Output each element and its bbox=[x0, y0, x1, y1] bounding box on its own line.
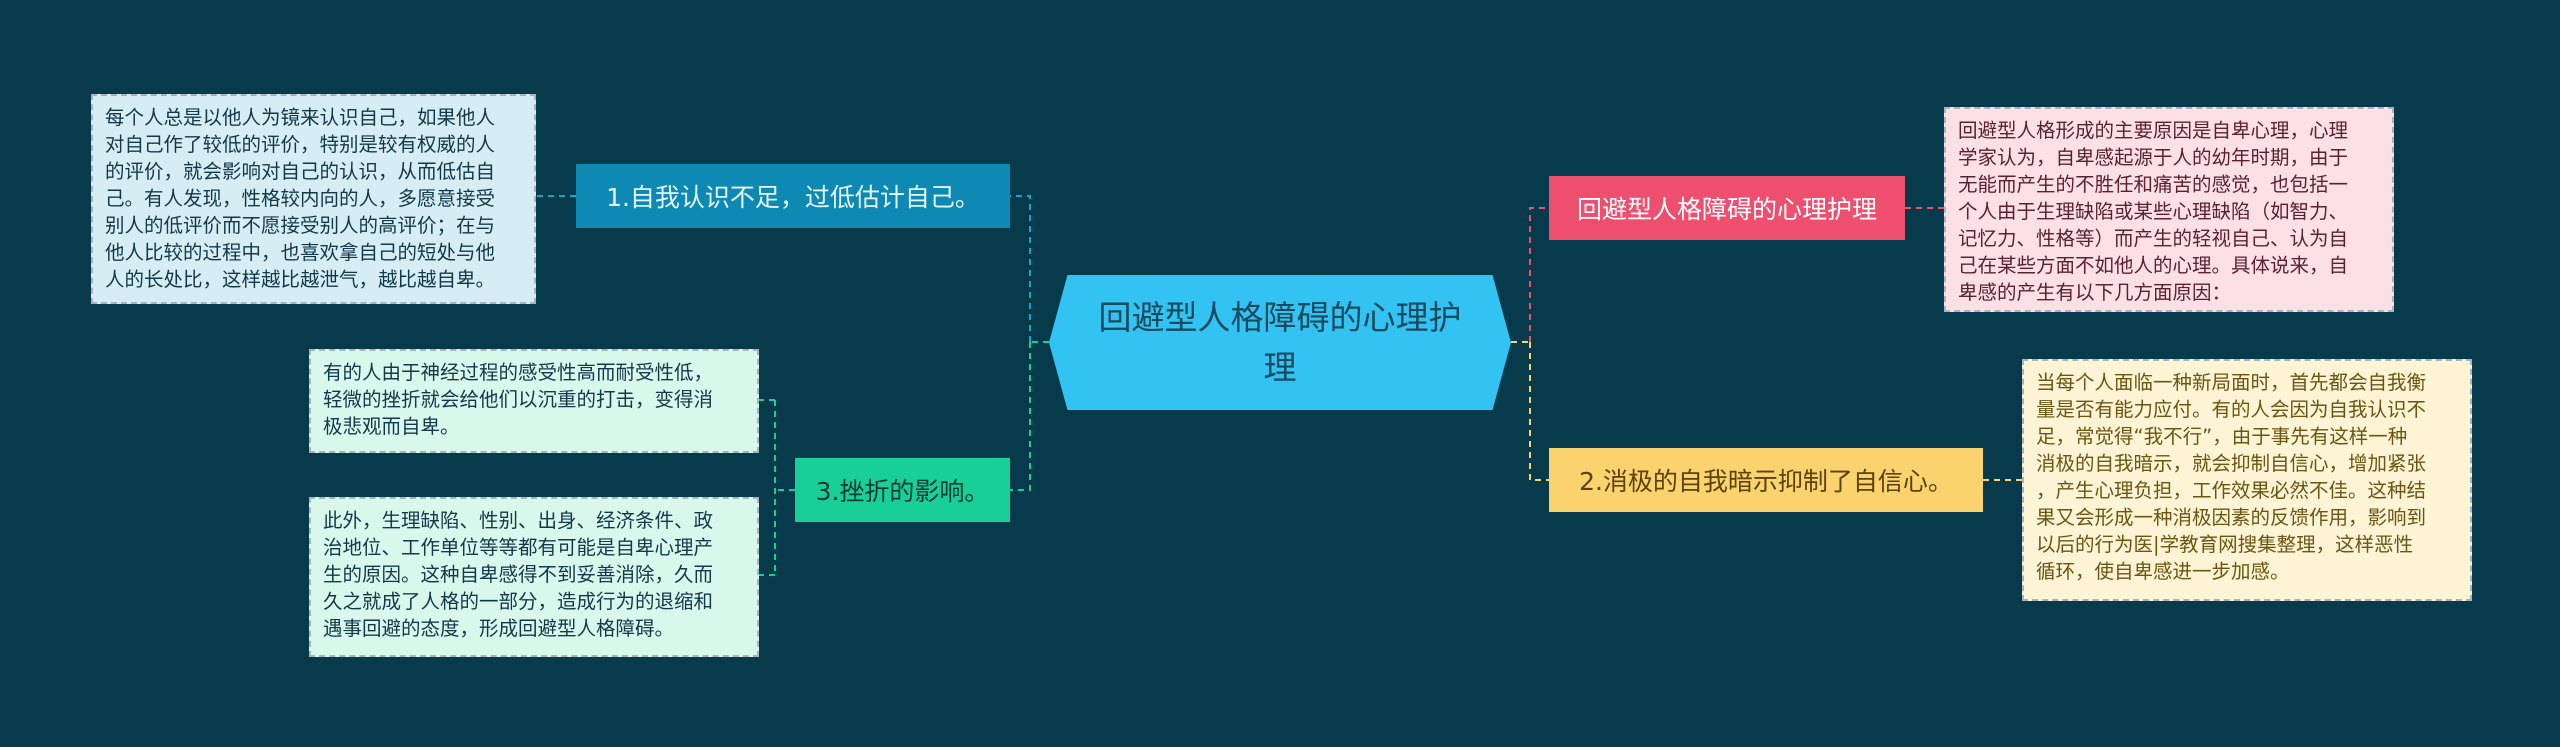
connector-center-to-branch1 bbox=[1010, 195, 1031, 342]
connector-branch3-to-details bbox=[759, 399, 795, 576]
detail-psychological-care[interactable]: 回避型人格形成的主要原因是自卑心理，心理 学家认为，自卑感起源于人的幼年时期，由… bbox=[1944, 107, 2394, 312]
connector-center-to-branch2 bbox=[1529, 342, 1549, 481]
branch-negative-suggestion[interactable]: 2.消极的自我暗示抑制了自信心。 bbox=[1549, 448, 1983, 512]
central-topic[interactable]: 回避型人格障碍的心理护理 bbox=[1049, 275, 1511, 410]
detail-setback-nervous[interactable]: 有的人由于神经过程的感受性高而耐受性低， 轻微的挫折就会给他们以沉重的打击，变得… bbox=[309, 349, 759, 453]
branch-psychological-care[interactable]: 回避型人格障碍的心理护理 bbox=[1549, 176, 1905, 240]
branch-setback-influence[interactable]: 3.挫折的影响。 bbox=[795, 458, 1010, 522]
branch-setback-influence-label: 3.挫折的影响。 bbox=[815, 477, 990, 506]
branch-psychological-care-label: 回避型人格障碍的心理护理 bbox=[1576, 195, 1877, 224]
detail-setback-other-causes[interactable]: 此外，生理缺陷、性别、出身、经济条件、政 治地位、工作单位等等都有可能是自卑心理… bbox=[309, 497, 759, 657]
branch-self-awareness-label: 1.自我认识不足，过低估计自己。 bbox=[606, 183, 980, 212]
branch-negative-suggestion-label: 2.消极的自我暗示抑制了自信心。 bbox=[1579, 467, 1953, 496]
central-topic-label: 回避型人格障碍的心理护理 bbox=[1098, 297, 1462, 387]
detail-self-awareness[interactable]: 每个人总是以他人为镜来认识自己，如果他人 对自己作了较低的评价，特别是较有权威的… bbox=[91, 94, 536, 304]
branch-self-awareness[interactable]: 1.自我认识不足，过低估计自己。 bbox=[576, 164, 1010, 228]
connector-center-to-branch3 bbox=[1010, 342, 1031, 491]
right-connectors bbox=[1511, 207, 2022, 481]
detail-negative-suggestion[interactable]: 当每个人面临一种新局面时，首先都会自我衡 量是否有能力应付。有的人会因为自我认识… bbox=[2022, 359, 2472, 601]
connector-center-to-intro bbox=[1529, 207, 1549, 342]
left-connectors bbox=[536, 195, 1049, 576]
